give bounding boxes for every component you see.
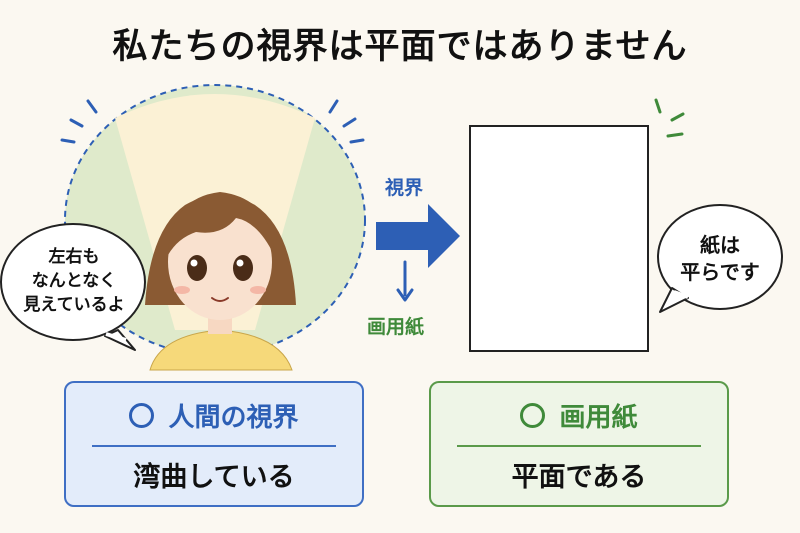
paper-emphasis-marks <box>654 98 685 138</box>
circle-mark-icon <box>129 403 155 428</box>
paper-body: 平面である <box>511 462 647 493</box>
human-vision-heading-text: 人間の視界 <box>168 403 299 433</box>
paper-heading: 画用紙 <box>431 397 727 434</box>
page-title: 私たちの視界は平面ではありません <box>112 27 688 67</box>
emphasis-marks-right <box>328 99 365 144</box>
smile <box>211 297 229 302</box>
card-divider <box>457 445 701 447</box>
human-vision-heading: 人間の視界 <box>66 397 362 434</box>
girl-speech-bubble <box>0 223 146 351</box>
emphasis-marks-left <box>60 99 98 144</box>
girl-bubble-text: 左右も なんとなく 見えているよ <box>9 245 139 317</box>
left-eye <box>187 255 207 281</box>
arrow-label-view: 視界 <box>385 177 424 199</box>
paper-speech-bubble <box>657 204 783 313</box>
human-vision-card: 人間の視界 湾曲している <box>64 381 364 507</box>
paper-sheet <box>469 125 649 352</box>
girl-bubble-line: 左右も <box>48 247 100 267</box>
paper-bubble-line: 紙は <box>700 233 740 257</box>
circle-mark-icon <box>520 403 546 428</box>
arrow-label-paper: 画用紙 <box>367 316 425 338</box>
paper-heading-text: 画用紙 <box>559 403 638 433</box>
paper-card: 画用紙 平面である <box>429 381 729 507</box>
girl-character <box>145 192 296 371</box>
card-divider <box>92 445 336 447</box>
right-eye <box>233 255 253 281</box>
girl-bubble-line: なんとなく <box>31 271 117 291</box>
paper-bubble-line: 平らです <box>680 260 760 284</box>
view-arrow <box>376 204 460 268</box>
paper-arrow-down <box>396 260 414 302</box>
paper-bubble-text: 紙は 平らです <box>668 232 772 286</box>
girl-bubble-line: 見えているよ <box>23 295 125 315</box>
human-vision-body: 湾曲している <box>133 462 295 493</box>
